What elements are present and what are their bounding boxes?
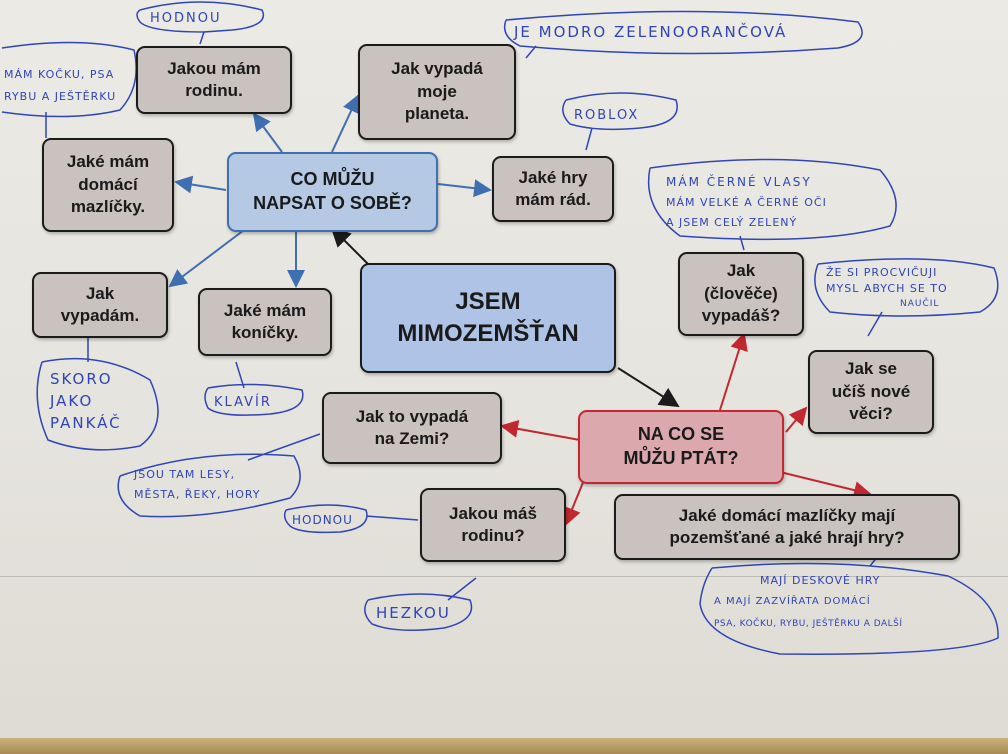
question-earth-pets: Jaké domácí mazlíčky mají pozemšťané a j… bbox=[614, 494, 960, 560]
right-hub-node: NA CO SE MŮŽU PTÁT? bbox=[578, 410, 784, 484]
arrow-center-to-right-hub bbox=[617, 367, 680, 408]
hw-hobbies: KLAVÍR bbox=[214, 394, 272, 410]
bubble-games bbox=[562, 92, 678, 151]
hw-human-looks-3: A JSEM CELÝ ZELENÝ bbox=[666, 216, 797, 229]
hw-earth-1: JSOU TAM LESY, bbox=[133, 468, 235, 481]
hw-earth-pets-3: PSA, KOČKU, RYBU, JEŠTĚRKU A DALŠÍ bbox=[714, 617, 903, 629]
arrow-to-earth-pets bbox=[779, 471, 872, 499]
question-planet: Jak vypadá moje planeta. bbox=[358, 44, 516, 140]
hw-learn-2: MYSL ABYCH SE TO bbox=[826, 282, 948, 295]
bubble-earth bbox=[117, 433, 321, 518]
question-family: Jakou mám rodinu. bbox=[136, 46, 292, 114]
hw-family: HODNOU bbox=[150, 11, 222, 26]
hw-earth-pets-2: A MAJÍ ZAZVÍŘATA DOMÁCÍ bbox=[714, 594, 871, 607]
center-node: JSEM MIMOZEMŠŤAN bbox=[360, 263, 616, 373]
hw-earth-2: MĚSTA, ŘEKY, HORY bbox=[134, 488, 261, 501]
question-learn: Jak se učíš nové věci? bbox=[808, 350, 934, 434]
arrow-to-games bbox=[437, 179, 492, 198]
hw-looks-3: PANKÁČ bbox=[50, 413, 122, 432]
hw-human-looks-2: MÁM VELKÉ A ČERNÉ OČI bbox=[666, 196, 827, 209]
bubble-human-looks bbox=[647, 158, 897, 251]
arrow-to-planet bbox=[331, 94, 360, 153]
hw-human-looks-1: MÁM ČERNÉ VLASY bbox=[666, 174, 812, 189]
hw-pets-2: RYBU A JEŠTĚRKU bbox=[4, 90, 116, 103]
bubble-looks bbox=[36, 338, 159, 451]
bubble-your-family-1 bbox=[283, 504, 419, 534]
hw-learn-3: NAUČIL bbox=[900, 297, 939, 309]
arrow-to-family bbox=[252, 112, 283, 153]
hw-learn-1: ŽE SI PROCVIČUJI bbox=[826, 266, 937, 279]
arrow-to-learn bbox=[785, 406, 808, 433]
question-human-looks: Jak (člověče) vypadáš? bbox=[678, 252, 804, 336]
hw-looks-2: JAKO bbox=[49, 392, 93, 410]
hw-your-family-1: HODNOU bbox=[292, 513, 353, 527]
paper-fold-line bbox=[0, 576, 1008, 577]
arrow-to-earth bbox=[500, 419, 581, 441]
bubble-learn bbox=[814, 258, 999, 337]
hw-games: ROBLOX bbox=[574, 108, 639, 123]
arrow-to-pets bbox=[174, 175, 227, 194]
hw-planet: JE MODRO ZELENOORANČOVÁ bbox=[513, 22, 787, 41]
arrow-to-your-family bbox=[563, 479, 585, 526]
question-earth: Jak to vypadá na Zemi? bbox=[322, 392, 502, 464]
bubble-planet bbox=[503, 10, 863, 59]
bubble-hobbies bbox=[204, 361, 304, 416]
question-looks: Jak vypadám. bbox=[32, 272, 168, 338]
question-games: Jaké hry mám rád. bbox=[492, 156, 614, 222]
question-your-family: Jakou máš rodinu? bbox=[420, 488, 566, 562]
left-hub-node: CO MŮŽU NAPSAT O SOBĚ? bbox=[227, 152, 438, 232]
bubble-your-family-2 bbox=[364, 577, 477, 631]
bubble-pets bbox=[1, 41, 137, 138]
arrow-to-human-looks bbox=[719, 332, 748, 411]
question-pets: Jaké mám domácí mazlíčky. bbox=[42, 138, 174, 232]
arrow-center-to-left-hub bbox=[330, 226, 373, 269]
question-hobbies: Jaké mám koníčky. bbox=[198, 288, 332, 356]
arrow-to-looks bbox=[168, 229, 245, 288]
hw-your-family-2: HEZKOU bbox=[376, 604, 451, 622]
desk-edge bbox=[0, 738, 1008, 754]
hw-looks-1: SKORO bbox=[50, 370, 113, 388]
bubble-family bbox=[136, 1, 265, 45]
hw-pets-1: MÁM KOČKU, PSA bbox=[4, 68, 114, 81]
hw-earth-pets-1: MAJÍ DESKOVÉ HRY bbox=[760, 574, 880, 587]
